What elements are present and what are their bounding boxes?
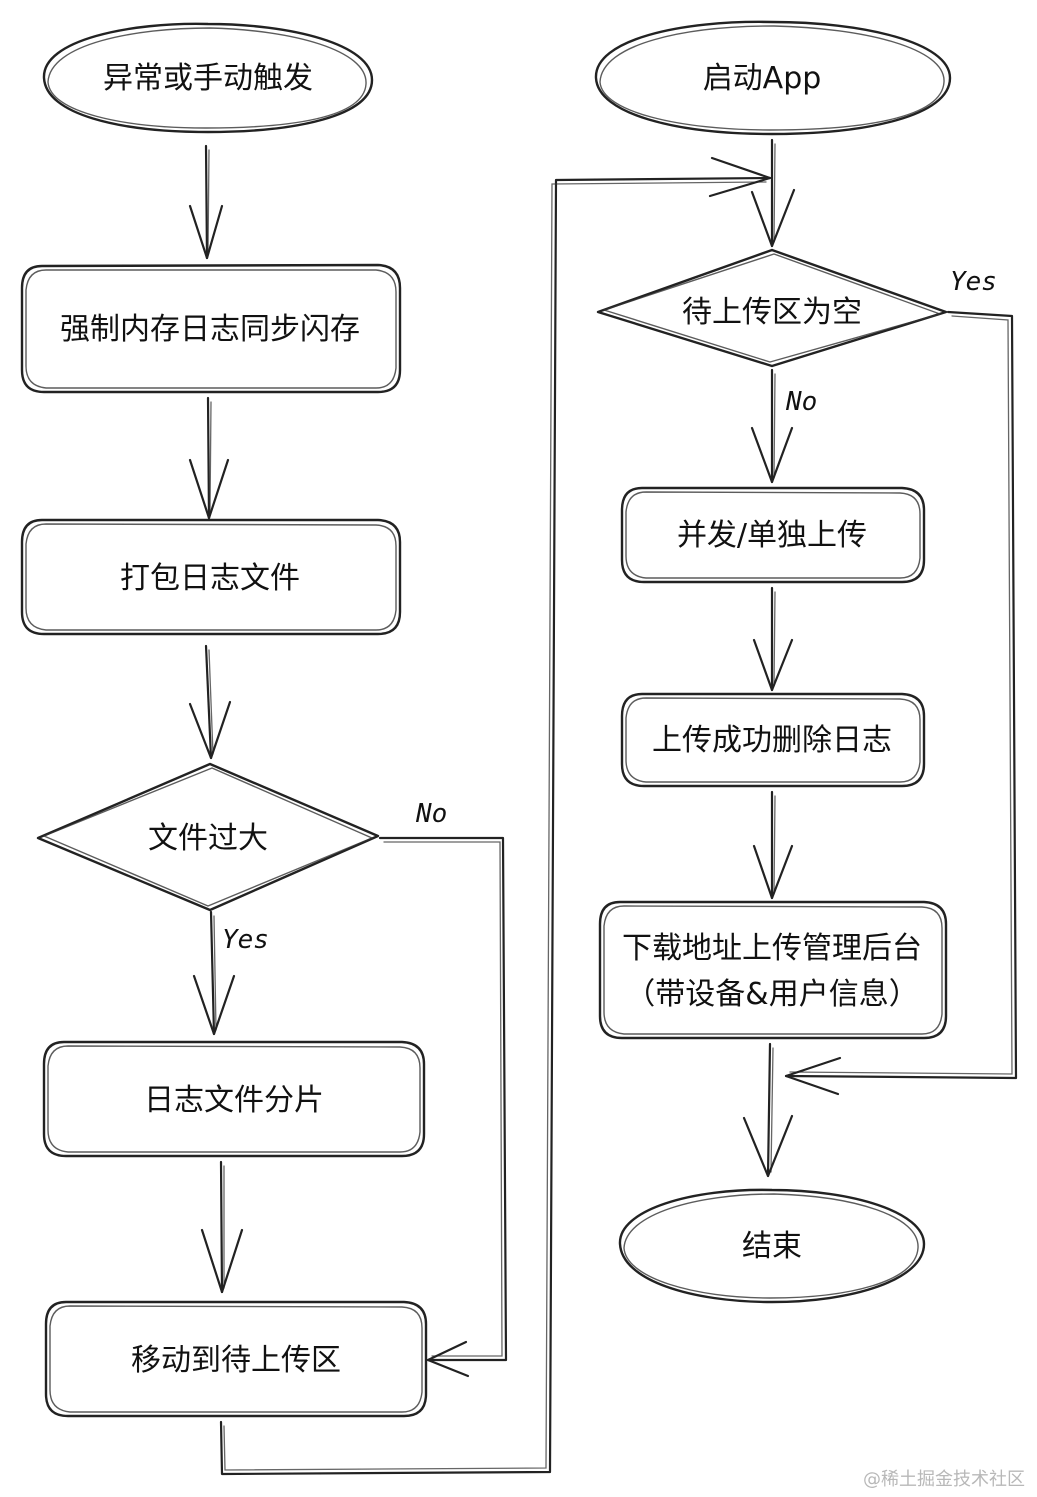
node-too-big: 文件过大 <box>36 762 380 912</box>
label-too-big-yes: Yes <box>222 925 269 955</box>
node-report: 下载地址上传管理后台 （带设备&用户信息） <box>598 900 948 1040</box>
edge-toobig-no-move <box>378 836 508 1378</box>
edge-toobig-split <box>192 910 236 1036</box>
node-start-app: 启动App <box>594 20 952 136</box>
node-pack: 打包日志文件 <box>20 518 402 636</box>
edge-start-queue <box>750 138 796 248</box>
node-report-line1: 下载地址上传管理后台 <box>622 931 922 966</box>
node-upload: 并发/单独上传 <box>620 486 926 584</box>
node-too-big-text: 文件过大 <box>148 821 268 856</box>
edge-split-move <box>200 1160 244 1294</box>
node-trigger: 异常或手动触发 <box>42 22 374 134</box>
node-flush-text: 强制内存日志同步闪存 <box>60 312 360 347</box>
node-upload-text: 并发/单独上传 <box>677 518 867 553</box>
node-split: 日志文件分片 <box>42 1040 426 1158</box>
watermark: @稀土掘金技术社区 <box>863 1469 1025 1490</box>
edge-move-queue <box>219 156 772 1476</box>
label-queue-empty-yes: Yes <box>950 267 997 297</box>
node-report-line2: （带设备&用户信息） <box>625 977 918 1012</box>
edge-report-end <box>742 1042 794 1178</box>
node-flush: 强制内存日志同步闪存 <box>20 263 402 394</box>
node-pack-text: 打包日志文件 <box>120 561 300 596</box>
edge-flush-pack <box>188 396 230 520</box>
node-delete-text: 上传成功删除日志 <box>652 723 892 758</box>
node-split-text: 日志文件分片 <box>144 1083 324 1118</box>
label-queue-empty-no: No <box>785 387 817 417</box>
node-queue-empty-text: 待上传区为空 <box>682 295 862 330</box>
label-too-big-no: No <box>415 799 447 829</box>
edge-queue-yes-end <box>784 310 1018 1096</box>
node-end: 结束 <box>618 1188 926 1304</box>
node-start-app-text: 启动App <box>703 61 822 96</box>
node-queue-empty: 待上传区为空 <box>596 248 948 368</box>
edge-delete-report <box>752 790 794 900</box>
node-move: 移动到待上传区 <box>44 1300 428 1418</box>
node-move-text: 移动到待上传区 <box>131 1343 341 1378</box>
edge-trigger-flush <box>188 144 224 260</box>
node-end-text: 结束 <box>742 1229 802 1264</box>
edge-queue-upload <box>750 368 794 484</box>
node-trigger-text: 异常或手动触发 <box>103 61 313 96</box>
edge-pack-toobig <box>188 644 232 760</box>
node-delete: 上传成功删除日志 <box>620 692 926 788</box>
edge-upload-delete <box>752 586 794 692</box>
